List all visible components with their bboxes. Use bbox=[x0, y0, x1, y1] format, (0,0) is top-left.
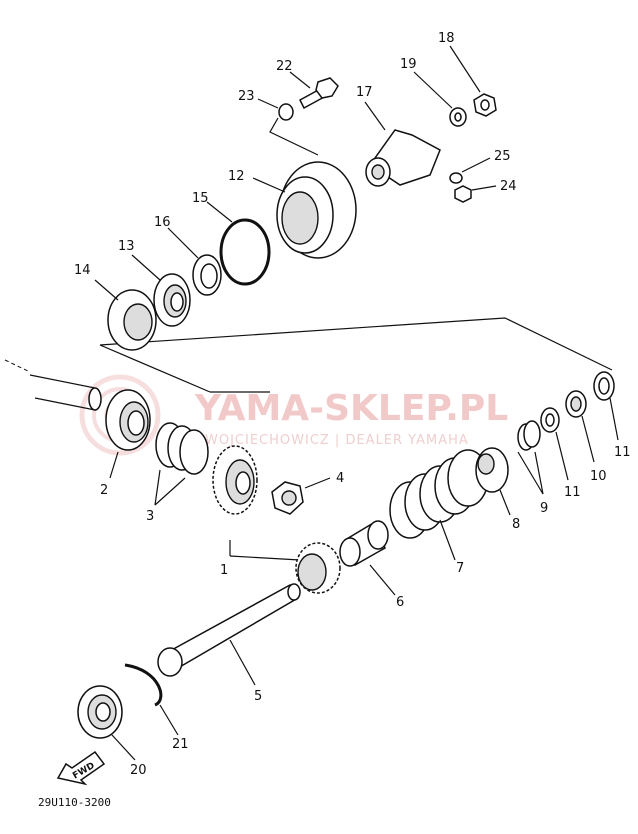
part-shims-3 bbox=[154, 422, 209, 506]
part-bearing-2 bbox=[105, 389, 151, 479]
watermark-brand: YAMA-SKLEP.PL bbox=[194, 388, 508, 429]
callout-4: 4 bbox=[336, 471, 344, 486]
callout-19: 19 bbox=[400, 57, 417, 72]
callout-23: 23 bbox=[238, 89, 255, 104]
bracket-lines bbox=[99, 117, 613, 561]
callout-25: 25 bbox=[494, 149, 511, 164]
callout-21: 21 bbox=[172, 737, 189, 752]
part-bevel-gear-1 bbox=[212, 445, 258, 515]
callout-24: 24 bbox=[500, 179, 517, 194]
callout-6: 6 bbox=[396, 595, 404, 610]
callout-5: 5 bbox=[254, 689, 262, 704]
callout-2: 2 bbox=[100, 483, 108, 498]
callout-22: 22 bbox=[276, 59, 293, 74]
watermark-subtitle: WOJCIECHOWICZ | DEALER YAMAHA bbox=[205, 433, 469, 448]
part-collars-9 bbox=[517, 420, 544, 495]
callout-14: 14 bbox=[74, 263, 91, 278]
part-washer-25 bbox=[449, 157, 491, 184]
part-pinion-gear-1 bbox=[295, 542, 341, 594]
callout-labels: 1 2 3 4 5 6 7 8 9 10 11 11 12 13 14 15 1… bbox=[74, 31, 631, 778]
part-nut-24 bbox=[454, 185, 497, 203]
part-bearing-13 bbox=[131, 254, 191, 327]
fwd-arrow: FWD bbox=[56, 750, 106, 786]
part-shaft-5 bbox=[157, 583, 301, 686]
part-housing-12 bbox=[252, 161, 357, 259]
callout-17: 17 bbox=[356, 85, 373, 100]
drive-shaft-stub bbox=[4, 359, 102, 411]
part-nut-4 bbox=[271, 477, 331, 515]
part-washer-11b bbox=[593, 371, 619, 441]
callout-1: 1 bbox=[220, 563, 228, 578]
part-spring-7 bbox=[389, 449, 489, 561]
part-bearing-10 bbox=[565, 390, 595, 463]
diagram-code: 29U110-3200 bbox=[38, 796, 111, 809]
part-spring-seat-8 bbox=[475, 447, 511, 516]
callout-15: 15 bbox=[192, 191, 209, 206]
callout-7: 7 bbox=[456, 561, 464, 576]
part-o-ring-15 bbox=[206, 201, 271, 286]
part-bearing-20 bbox=[77, 685, 136, 761]
part-yoke-17 bbox=[364, 101, 441, 187]
callout-16: 16 bbox=[154, 215, 171, 230]
callout-10: 10 bbox=[590, 469, 607, 484]
part-coupling-6 bbox=[339, 520, 396, 596]
part-bolt-22 bbox=[289, 71, 339, 110]
callout-20: 20 bbox=[130, 763, 147, 778]
part-circlip-21 bbox=[124, 663, 179, 736]
part-retainer-14 bbox=[94, 279, 157, 351]
callout-3: 3 bbox=[146, 509, 154, 524]
callout-11b: 11 bbox=[614, 445, 631, 460]
callout-11a: 11 bbox=[564, 485, 581, 500]
callout-13: 13 bbox=[118, 239, 135, 254]
part-washer-23 bbox=[257, 98, 294, 121]
callout-12: 12 bbox=[228, 169, 245, 184]
callout-18: 18 bbox=[438, 31, 455, 46]
part-oil-seal-16 bbox=[167, 227, 222, 296]
watermark: YAMA-SKLEP.PL WOJCIECHOWICZ | DEALER YAM… bbox=[79, 374, 508, 456]
part-washer-11a bbox=[540, 407, 569, 481]
part-washer-19 bbox=[413, 71, 467, 127]
callout-9: 9 bbox=[540, 501, 548, 516]
callout-8: 8 bbox=[512, 517, 520, 532]
part-nut-18 bbox=[449, 45, 497, 117]
